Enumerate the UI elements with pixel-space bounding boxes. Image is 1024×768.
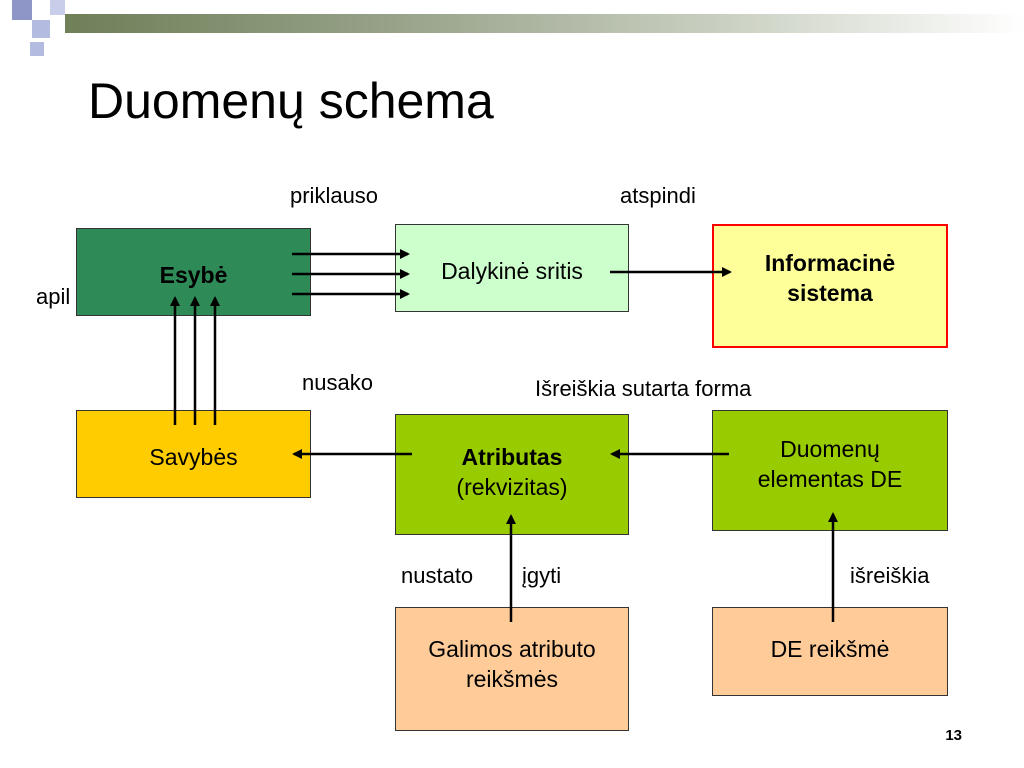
edge-label-igyti: įgyti xyxy=(522,563,562,588)
node-savybes-label: Savybės xyxy=(149,444,238,470)
node-duomenu-elementas-label-2: elementas DE xyxy=(757,465,903,492)
page-title: Duomenų schema xyxy=(88,73,494,129)
decor-square xyxy=(32,20,50,38)
node-duomenu-elementas: Duomenų elementas DE xyxy=(712,410,948,531)
node-duomenu-elementas-label-1: Duomenų xyxy=(780,435,880,462)
node-atributas-label-1: Atributas xyxy=(461,443,563,470)
node-atributas-label-2: (rekvizitas) xyxy=(456,473,568,500)
edge-label-nusako: nusako xyxy=(302,370,373,395)
decor-square xyxy=(50,0,65,15)
page-number: 13 xyxy=(945,727,962,744)
node-dalykine-sritis: Dalykinė sritis xyxy=(395,224,629,312)
node-informacine-label-2: sistema xyxy=(787,280,873,306)
node-informacine-sistema: Informacinė sistema xyxy=(712,224,948,348)
edge-label-atspindi: atspindi xyxy=(620,183,696,208)
node-savybes: Savybės xyxy=(76,410,311,498)
node-galimos-label-2: reikšmės xyxy=(465,666,558,692)
decor-square xyxy=(30,42,44,56)
node-dalykine-label: Dalykinė sritis xyxy=(441,258,583,284)
edge-label-nustato: nustato xyxy=(401,563,474,588)
edge-label-isreiskia: išreiškia xyxy=(850,563,930,588)
edge-label-priklauso: priklauso xyxy=(290,183,379,208)
decor-square xyxy=(12,0,32,20)
node-informacine-label-1: Informacinė xyxy=(764,250,896,277)
node-de-reiksme-label: DE reikšmė xyxy=(770,635,890,662)
edge-label-isreiskia-sutarta: Išreiškia sutarta forma xyxy=(535,376,752,401)
node-galimos-reiksmes: Galimos atributo reikšmės xyxy=(395,607,629,731)
node-galimos-label-1: Galimos atributo xyxy=(428,636,596,663)
node-esybe-label: Esybė xyxy=(159,262,228,288)
edge-label-apibudina: apil xyxy=(36,284,71,309)
header-bar xyxy=(65,14,1024,33)
node-de-reiksme: DE reikšmė xyxy=(712,607,948,696)
